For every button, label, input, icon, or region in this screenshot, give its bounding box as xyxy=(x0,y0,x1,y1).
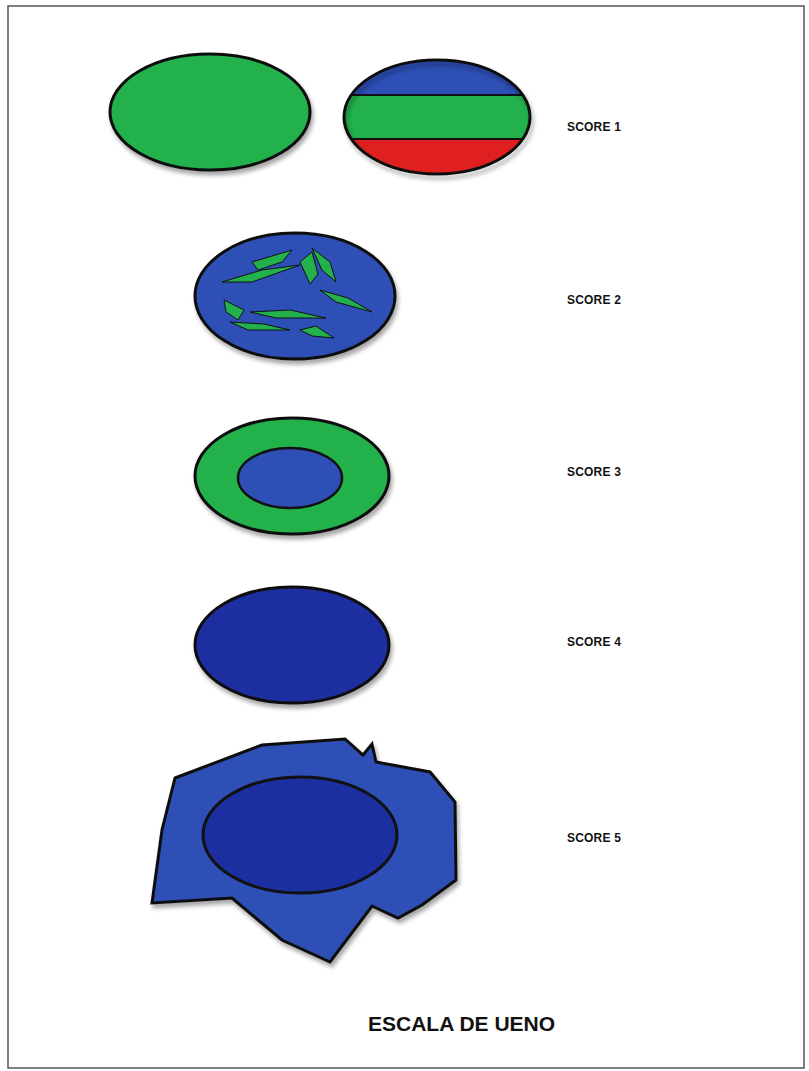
banded-disc-outline xyxy=(344,60,530,174)
blue-disc-with-fragments xyxy=(195,233,395,359)
frame xyxy=(8,6,804,1068)
green-fragments xyxy=(222,248,372,338)
blue-center xyxy=(238,448,342,508)
dark-blue-disc xyxy=(195,587,389,703)
green-disc xyxy=(110,54,310,170)
green-ring xyxy=(195,418,389,534)
score-label: SCORE 4 xyxy=(567,636,621,648)
score-label: SCORE 2 xyxy=(567,294,621,306)
score-label: SCORE 1 xyxy=(567,121,621,133)
dark-blue-disc xyxy=(203,777,397,893)
caption: ESCALA DE UENO xyxy=(368,1013,555,1034)
score-label: SCORE 5 xyxy=(567,832,621,844)
banded-disc xyxy=(340,55,540,179)
irregular-area xyxy=(152,739,456,962)
score-label: SCORE 3 xyxy=(567,466,621,478)
